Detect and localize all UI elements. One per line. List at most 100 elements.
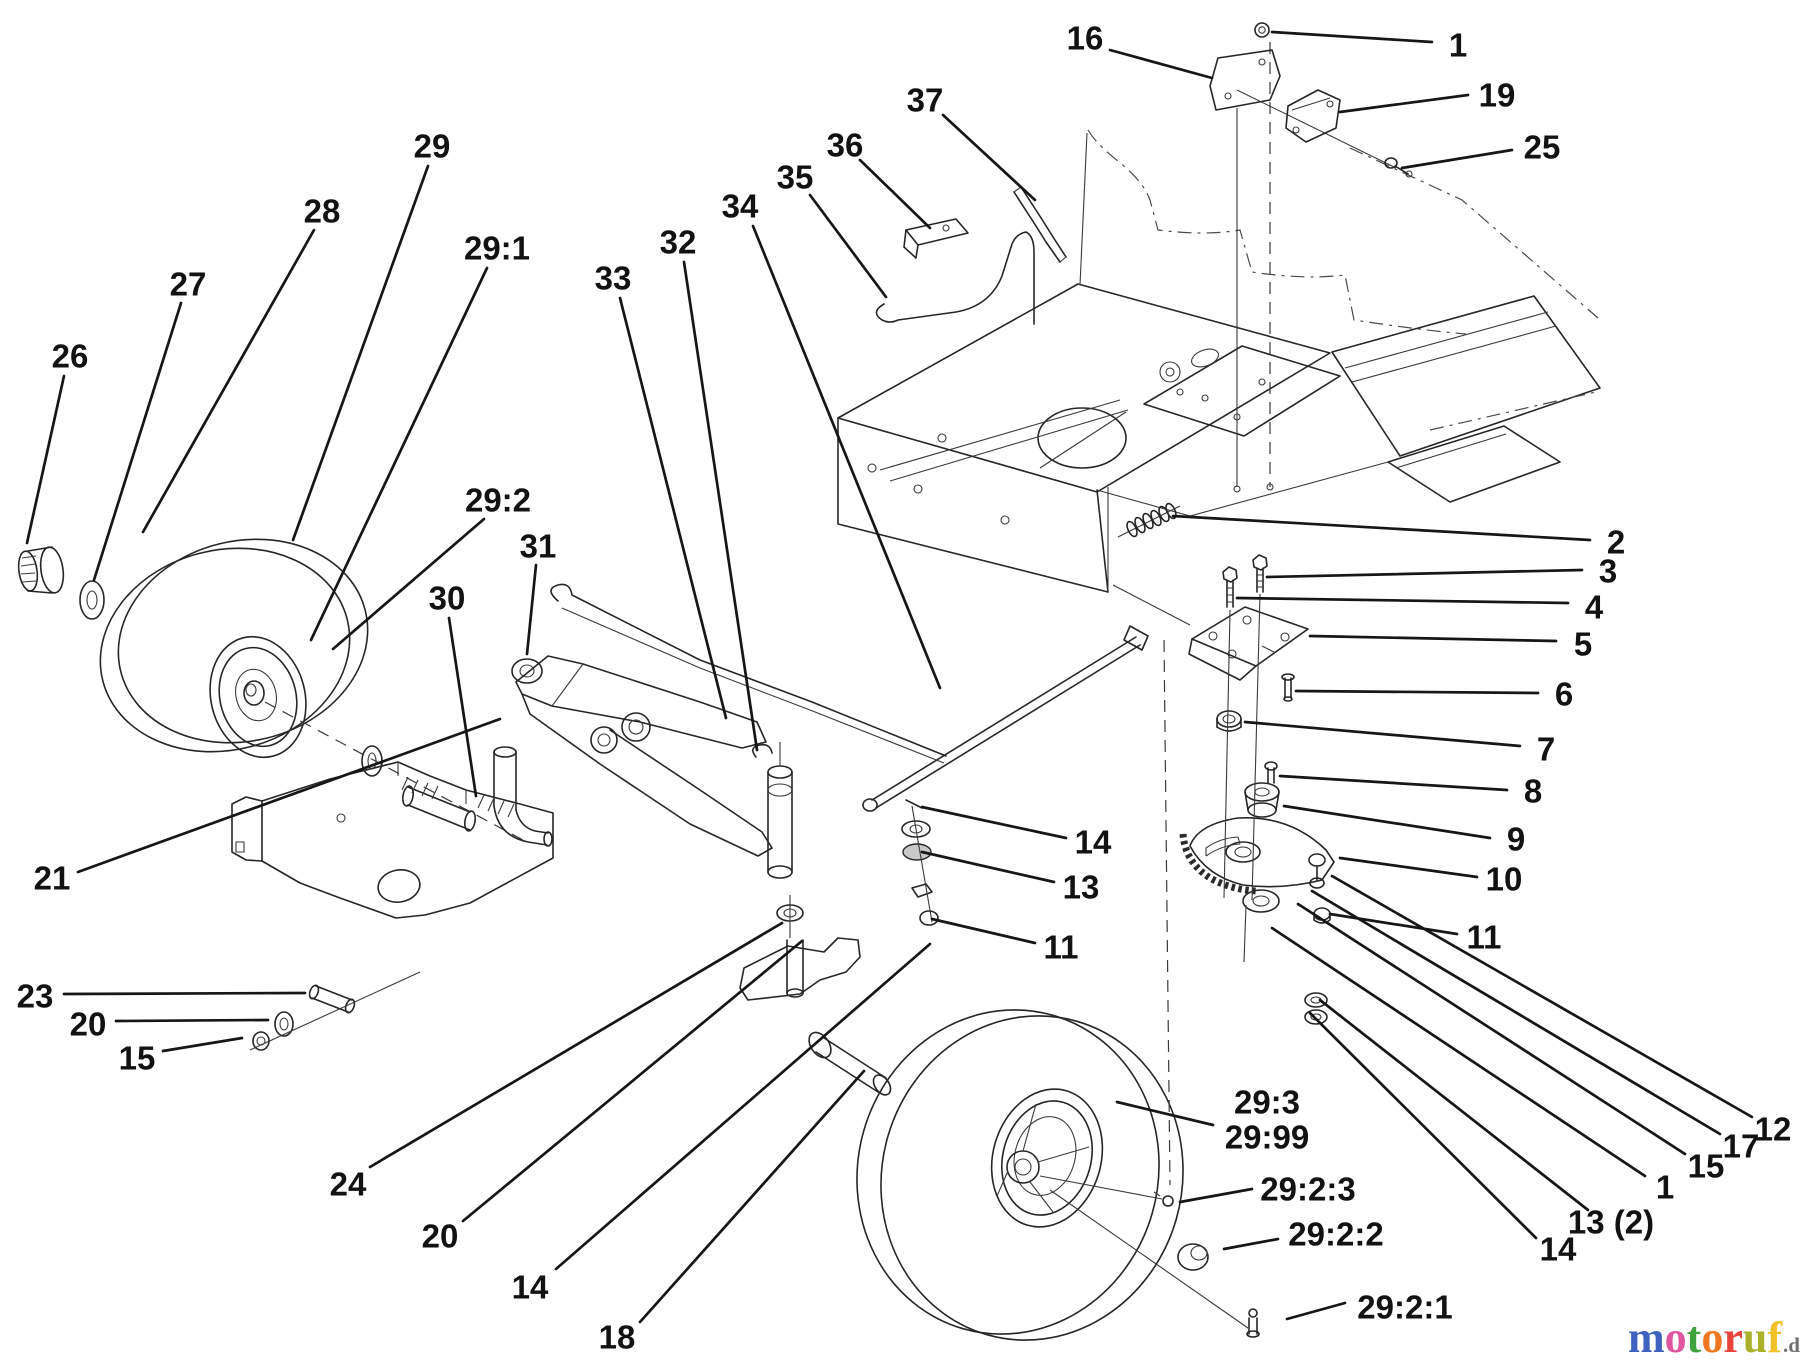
logo-letter-t: t [1686, 1313, 1702, 1362]
spring-2 [1117, 502, 1181, 538]
sector-gear-10 [1179, 816, 1335, 895]
leader-line-11 [1328, 912, 1459, 936]
leader-line-13 [920, 850, 1056, 884]
leader-line-18 [638, 1069, 866, 1324]
callout-37-13: 13 [1063, 869, 1100, 906]
callout-22-24: 24 [330, 1166, 367, 1203]
callout-20-20: 20 [70, 1006, 107, 1043]
rim-right [990, 1088, 1104, 1228]
callout-5-36: 36 [827, 127, 864, 164]
leader-line-37 [941, 113, 1037, 202]
leader-line-33 [618, 296, 728, 720]
callout-35-11: 11 [1467, 919, 1502, 956]
callout-41-29-2-3: 29:2:3 [1260, 1171, 1355, 1208]
washer-below-gear [1242, 889, 1280, 913]
callout-40-29-99: 29:99 [1225, 1119, 1309, 1156]
leader-line-32 [682, 260, 759, 752]
callout-42-29-2-2: 29:2:2 [1288, 1216, 1383, 1253]
leader-line-29-2-3 [1178, 1187, 1254, 1204]
leader-line-24 [368, 921, 784, 1169]
callout-43-29-2-1: 29:2:1 [1357, 1289, 1452, 1326]
callout-6-35: 35 [777, 159, 814, 196]
callout-17-30: 30 [429, 580, 466, 617]
callout-24-14: 14 [512, 1269, 549, 1306]
callout-48-13-2-: 13 (2) [1568, 1204, 1654, 1241]
callout-21-15: 15 [119, 1040, 156, 1077]
callout-18-21: 21 [34, 860, 71, 897]
steering-link-rod [550, 583, 947, 764]
callout-46-15: 15 [1688, 1148, 1725, 1185]
callout-49-14: 14 [1540, 1231, 1577, 1268]
callout-31-7: 7 [1537, 731, 1555, 768]
drag-link-rod [862, 625, 1149, 812]
leader-line-28 [141, 228, 316, 534]
nut-1 [1254, 22, 1270, 38]
leader-line-14 [1308, 1011, 1538, 1240]
callout-19-23: 23 [17, 978, 54, 1015]
bracket-16 [1209, 49, 1281, 111]
leader-line-20 [114, 1018, 270, 1023]
callout-27-3: 3 [1599, 553, 1617, 590]
rod-37 [1013, 186, 1067, 263]
axle-center-line [264, 701, 524, 841]
callout-44-12: 12 [1755, 1111, 1792, 1148]
logo-suffix: .de [1782, 1333, 1800, 1357]
leader-line-8 [1278, 774, 1509, 792]
logo-letter-m: m [1628, 1313, 1665, 1362]
tube-30 [493, 746, 553, 847]
tire-right [856, 1009, 1160, 1335]
leader-line-25 [1400, 148, 1514, 170]
leader-line-29-2-2 [1222, 1237, 1280, 1251]
rim-left [209, 635, 307, 759]
callout-29-5: 5 [1574, 626, 1592, 663]
callout-4-37: 37 [907, 82, 944, 119]
left-wheel-assembly [17, 538, 553, 847]
leader-line-31 [525, 563, 538, 656]
callout-39-29-3: 29:3 [1234, 1084, 1300, 1121]
leader-line-29-1 [309, 266, 489, 642]
leader-line-14 [554, 942, 932, 1271]
callout-23-20: 20 [422, 1218, 459, 1255]
callout-2-19: 19 [1479, 77, 1516, 114]
leader-line-15 [1296, 902, 1687, 1156]
leader-line-2 [1171, 514, 1592, 542]
callout-9-33: 33 [595, 260, 632, 297]
spindle-shaft [752, 742, 793, 879]
leader-line-19 [1338, 93, 1470, 114]
callout-32-8: 8 [1524, 773, 1542, 810]
callout-45-17: 17 [1723, 1128, 1760, 1165]
callout-36-14: 14 [1075, 824, 1112, 861]
callout-26-2: 2 [1607, 524, 1625, 561]
callout-38-11: 11 [1044, 929, 1079, 966]
axle-support-panel-21 [231, 761, 554, 919]
leader-line-29-3 [1115, 1100, 1215, 1127]
bracket-36 [903, 218, 969, 259]
leader-line-1 [1270, 30, 1434, 44]
callout-11-28: 28 [304, 193, 341, 230]
logo-letter-o: o [1664, 1313, 1687, 1362]
leader-line-3 [1265, 568, 1584, 579]
leader-lines [25, 30, 1754, 1324]
logo-letter-r: r [1723, 1313, 1743, 1362]
callout-8-32: 32 [660, 224, 697, 261]
callout-25-18: 18 [599, 1319, 636, 1356]
callout-7-34: 34 [722, 188, 759, 225]
wire-rod-35 [875, 231, 1035, 325]
steering-gear-column [1117, 502, 1335, 1186]
bolt-25 [1384, 157, 1413, 178]
leader-line-34 [751, 224, 942, 690]
leader-line-11 [930, 917, 1037, 945]
callout-28-4: 4 [1585, 589, 1604, 626]
screw-6 [1281, 673, 1295, 702]
logo-motoruf[interactable]: motoruf.de [1628, 1316, 1800, 1367]
callout-47-1: 1 [1656, 1169, 1674, 1206]
lug-bolt-29-2-3 [1153, 1191, 1174, 1207]
leader-line-35 [808, 193, 888, 299]
callout-0-16: 16 [1067, 20, 1104, 57]
callout-3-25: 25 [1524, 129, 1561, 166]
steering-support-arm-31 [511, 583, 1149, 879]
leader-line-9 [1282, 804, 1492, 840]
callout-1-1: 1 [1449, 27, 1467, 64]
